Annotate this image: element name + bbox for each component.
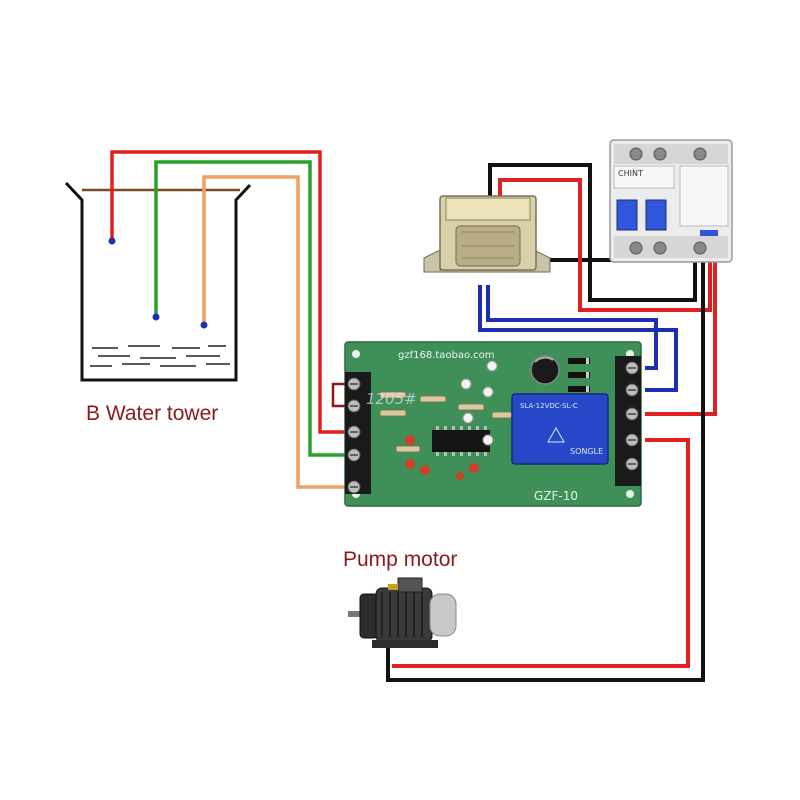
motor-body xyxy=(375,587,433,643)
resistors xyxy=(379,391,513,453)
led-3 xyxy=(482,386,494,398)
black-motor-wire xyxy=(386,262,705,682)
led-5 xyxy=(482,434,494,446)
motor-base xyxy=(372,640,438,648)
blue-transformer-wire-1 xyxy=(478,285,678,392)
transformer-label-plate xyxy=(445,197,531,221)
breaker-spec-plate xyxy=(679,165,729,227)
orange-probe-wire xyxy=(202,175,345,489)
right-terminal-block xyxy=(615,356,641,486)
pump-motor xyxy=(348,577,457,648)
led-4 xyxy=(462,412,474,424)
relay: SLA-12VDC-SL-C SONGLE xyxy=(511,393,609,465)
water-surface xyxy=(90,345,230,367)
red-relay-feed-wire xyxy=(645,262,717,416)
green-probe-wire xyxy=(154,160,345,457)
breaker-test-button xyxy=(700,230,718,240)
motor-front-cap xyxy=(359,593,379,639)
orange-probe-tip xyxy=(200,321,208,329)
led-1 xyxy=(486,360,498,372)
probe-wires xyxy=(108,150,345,489)
relay-brand: SONGLE xyxy=(570,447,603,456)
board-watermark: 1205# xyxy=(366,390,417,408)
link-bracket xyxy=(331,382,345,408)
power-wires xyxy=(386,163,717,682)
transformer xyxy=(423,195,551,273)
led-2 xyxy=(460,378,472,390)
motor-rear-cap xyxy=(429,593,457,637)
breaker-brand-plate xyxy=(613,165,675,189)
red-motor-wire xyxy=(392,438,690,668)
left-terminal-block xyxy=(345,372,371,494)
board-model: GZF-10 xyxy=(534,489,578,503)
motor-terminal-box xyxy=(397,577,423,593)
red-probe-wire xyxy=(110,150,345,434)
green-probe-tip xyxy=(152,313,160,321)
breaker-brand: CHINT xyxy=(618,169,643,178)
pcb-url: gzf168.taobao.com xyxy=(398,350,495,361)
water-tower-label: B Water tower xyxy=(86,402,218,425)
red-mains-wire xyxy=(498,178,712,312)
tank-outline xyxy=(64,181,252,382)
electrolytic-capacitor xyxy=(530,355,560,385)
diodes xyxy=(568,358,590,392)
water-tower xyxy=(64,181,252,382)
controller-board: gzf168.taobao.com xyxy=(331,341,642,507)
circuit-breaker: CHINT xyxy=(609,139,733,263)
pump-motor-label: Pump motor xyxy=(343,548,457,571)
breaker-toggle-1 xyxy=(616,199,638,231)
ceramic-capacitors xyxy=(405,435,479,480)
red-probe-tip xyxy=(108,237,116,245)
ic-chip xyxy=(432,430,490,452)
relay-body xyxy=(511,393,609,465)
blue-transformer-wire-2 xyxy=(486,285,658,370)
breaker-toggle-2 xyxy=(645,199,667,231)
relay-model: SLA-12VDC-SL-C xyxy=(520,402,578,410)
